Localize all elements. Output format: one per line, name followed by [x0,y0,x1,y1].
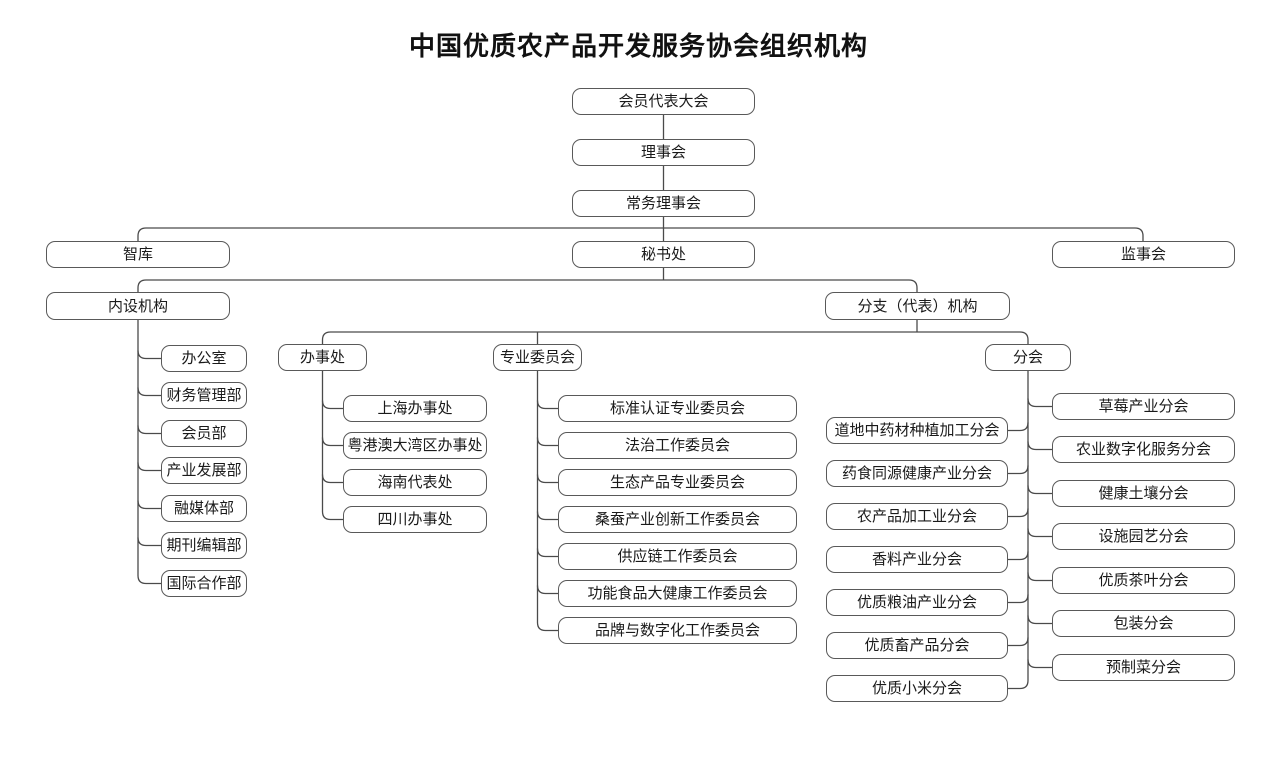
node-offices: 办事处 [278,344,367,371]
node-committee: 标准认证专业委员会 [558,395,797,422]
node-committee: 功能食品大健康工作委员会 [558,580,797,607]
node-standing-council: 常务理事会 [572,190,755,217]
node-committee: 法治工作委员会 [558,432,797,459]
node-secretariat: 秘书处 [572,241,755,268]
node-internal-dept: 会员部 [161,420,247,447]
node-internal-dept: 国际合作部 [161,570,247,597]
node-chapter: 农业数字化服务分会 [1052,436,1235,463]
node-chapter: 优质茶叶分会 [1052,567,1235,594]
node-chapter: 草莓产业分会 [1052,393,1235,420]
node-chapter: 农产品加工业分会 [826,503,1008,530]
node-committees: 专业委员会 [493,344,582,371]
node-general-assembly: 会员代表大会 [572,88,755,115]
node-chapter: 预制菜分会 [1052,654,1235,681]
node-chapter: 优质小米分会 [826,675,1008,702]
node-committee: 桑蚕产业创新工作委员会 [558,506,797,533]
node-office: 上海办事处 [343,395,487,422]
chart-title: 中国优质农产品开发服务协会组织机构 [408,31,868,61]
node-committee: 供应链工作委员会 [558,543,797,570]
node-office: 四川办事处 [343,506,487,533]
node-internal-dept: 融媒体部 [161,495,247,522]
node-committee: 品牌与数字化工作委员会 [558,617,797,644]
node-chapter: 优质粮油产业分会 [826,589,1008,616]
node-chapter: 设施园艺分会 [1052,523,1235,550]
node-internal-dept: 产业发展部 [161,457,247,484]
node-internal-dept: 财务管理部 [161,382,247,409]
node-internal-dept: 办公室 [161,345,247,372]
node-chapter: 健康土壤分会 [1052,480,1235,507]
node-chapter: 道地中药材种植加工分会 [826,417,1008,444]
node-office: 海南代表处 [343,469,487,496]
node-office: 粤港澳大湾区办事处 [343,432,487,459]
node-chapter: 包装分会 [1052,610,1235,637]
node-chapter: 香料产业分会 [826,546,1008,573]
node-committee: 生态产品专业委员会 [558,469,797,496]
node-chapter: 药食同源健康产业分会 [826,460,1008,487]
node-internal-dept: 期刊编辑部 [161,532,247,559]
node-supervisory-board: 监事会 [1052,241,1235,268]
node-think-tank: 智库 [46,241,230,268]
node-chapter: 优质畜产品分会 [826,632,1008,659]
node-chapters: 分会 [985,344,1071,371]
node-internal-orgs: 内设机构 [46,292,230,320]
node-council: 理事会 [572,139,755,166]
node-branch-orgs: 分支（代表）机构 [825,292,1010,320]
